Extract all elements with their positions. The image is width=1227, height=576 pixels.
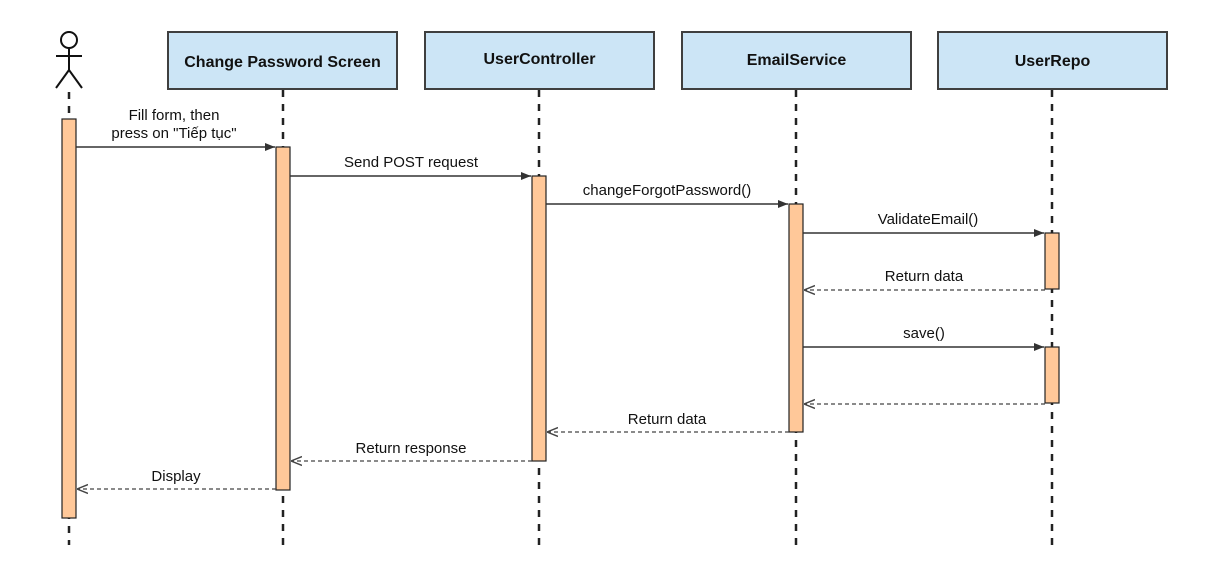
message-change-forgot-password: changeForgotPassword() (546, 181, 788, 208)
message-send-post-request: Send POST request (290, 153, 531, 180)
message-fill-form: Fill form, then press on "Tiếp tục" (76, 104, 275, 151)
message-display: Display (77, 467, 276, 489)
message-label: Display (151, 468, 201, 485)
message-label: press on "Tiếp tục" (111, 125, 236, 142)
message-return-data-email: Return data (547, 411, 789, 432)
participant-label: EmailService (747, 52, 847, 69)
message-validate-email: ValidateEmail() (803, 211, 1044, 237)
participant-change-password-screen: Change Password Screen (167, 31, 398, 90)
message-label: Send POST request (344, 154, 479, 171)
message-label: Fill form, then (129, 107, 220, 124)
message-return-response: Return response (291, 440, 532, 461)
activation-screen (275, 146, 291, 491)
message-save: save() (803, 325, 1044, 351)
participant-label: Change Password Screen (184, 54, 381, 71)
activation-actor (61, 118, 77, 519)
participant-email-service: EmailService (681, 31, 912, 90)
message-return-data-repo: Return data (804, 268, 1045, 290)
actor-stick-figure-icon (55, 31, 83, 89)
activation-email-service (788, 203, 804, 433)
participant-user-controller: UserController (424, 31, 655, 90)
participant-user-repo: UserRepo (937, 31, 1168, 90)
message-label: save() (903, 325, 945, 342)
message-label: ValidateEmail() (878, 211, 979, 228)
message-label: Return response (356, 440, 467, 457)
participant-label: UserController (483, 51, 595, 68)
activation-repo-save (1044, 346, 1060, 404)
message-label: Return data (885, 268, 964, 285)
message-label: Return data (628, 411, 707, 428)
activation-controller (531, 175, 547, 462)
participant-label: UserRepo (1015, 53, 1091, 70)
activation-repo-validate (1044, 232, 1060, 290)
message-label: changeForgotPassword() (583, 182, 751, 199)
